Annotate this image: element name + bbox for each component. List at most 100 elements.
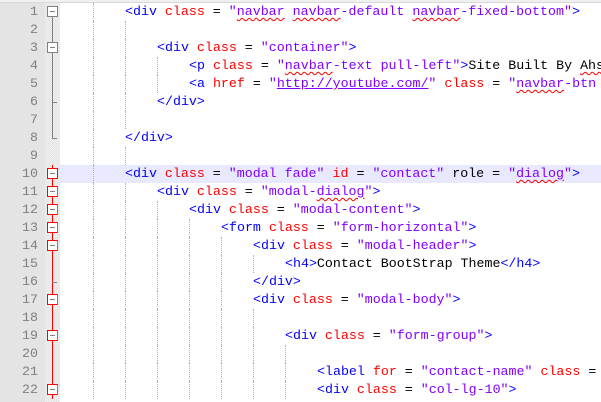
line-background <box>60 309 601 327</box>
code-line[interactable]: 21<label for = "contact-name" class = <box>0 363 601 381</box>
tag-token: <div <box>189 202 229 217</box>
line-number: 10 <box>22 166 38 181</box>
indent-guide <box>189 255 190 273</box>
collapse-icon[interactable] <box>47 6 58 17</box>
tag-token: <div <box>253 292 293 307</box>
indent-guide <box>93 183 94 201</box>
code-line[interactable]: 9 <box>0 147 601 165</box>
attribute-token: class <box>292 292 333 307</box>
text-token: = <box>396 382 421 397</box>
code-line[interactable]: 14<div class = "modal-header"> <box>0 237 601 255</box>
code-line[interactable]: 17<div class = "modal-body"> <box>0 291 601 309</box>
collapse-icon[interactable] <box>47 330 58 341</box>
collapse-icon[interactable] <box>47 168 58 179</box>
string-token: dialog <box>516 166 564 181</box>
line-number: 18 <box>22 310 38 325</box>
fold-marker[interactable] <box>45 219 60 237</box>
string-token: "form-group" <box>388 328 485 343</box>
code-line[interactable]: 5<a href = "http://youtube.com/" class =… <box>0 75 601 93</box>
indent-guide <box>189 273 190 291</box>
indent-guide <box>221 237 222 255</box>
indent-guide <box>125 75 126 93</box>
text-token <box>325 166 333 181</box>
tag-token: <form <box>221 220 269 235</box>
collapse-icon[interactable] <box>47 204 58 215</box>
string-token: navbar <box>516 76 565 91</box>
url-link[interactable]: http://youtube.com/ <box>276 76 429 91</box>
indent-guide <box>93 255 94 273</box>
code-line[interactable]: 10<div class = "modal fade" id = "contac… <box>0 165 601 183</box>
indent-guide <box>93 3 94 21</box>
indent-guide <box>189 381 190 399</box>
code-line[interactable]: 19<div class = "form-group"> <box>0 327 601 345</box>
code-text: <div class = "form-group"> <box>285 327 493 345</box>
indent-guide <box>157 219 158 237</box>
fold-marker <box>45 129 60 147</box>
code-line[interactable]: 18 <box>0 309 601 327</box>
fold-marker[interactable] <box>45 327 60 345</box>
line-background <box>60 93 601 111</box>
code-line[interactable]: 3<div class = "container"> <box>0 39 601 57</box>
code-line[interactable]: 1<div class = "navbar navbar-default nav… <box>0 3 601 21</box>
collapse-icon[interactable] <box>47 186 58 197</box>
code-line[interactable]: 8</div> <box>0 129 601 147</box>
indent-guide <box>221 363 222 381</box>
code-line[interactable]: 6</div> <box>0 93 601 111</box>
code-line[interactable]: 22<div class = "col-lg-10"> <box>0 381 601 399</box>
indent-guide <box>93 21 94 39</box>
code-line[interactable]: 13<form class = "form-horizontal"> <box>0 219 601 237</box>
line-background <box>60 147 601 165</box>
fold-marker[interactable] <box>45 201 60 219</box>
fold-marker[interactable] <box>45 291 60 309</box>
indent-guide <box>157 57 158 75</box>
line-number: 1 <box>30 4 38 19</box>
collapse-icon[interactable] <box>47 222 58 233</box>
indent-guide <box>93 111 94 129</box>
code-line[interactable]: 15<h4>Contact BootStrap Theme</h4> <box>0 255 601 273</box>
string-token: " <box>508 166 517 181</box>
code-line[interactable]: 16</div> <box>0 273 601 291</box>
code-line[interactable]: 7 <box>0 111 601 129</box>
code-line[interactable]: 2 <box>0 21 601 39</box>
code-text: </div> <box>125 129 173 147</box>
indent-guide <box>125 93 126 111</box>
attribute-token: class <box>540 364 581 379</box>
indent-guide <box>93 309 94 327</box>
attribute-token: class <box>196 184 237 199</box>
line-number: 3 <box>30 40 38 55</box>
fold-marker[interactable] <box>45 3 60 21</box>
indent-guide <box>221 381 222 399</box>
fold-marker[interactable] <box>45 165 60 183</box>
collapse-icon[interactable] <box>47 294 58 305</box>
indent-guide <box>93 327 94 345</box>
code-line[interactable]: 4<p class = "navbar-text pull-left">Site… <box>0 57 601 75</box>
fold-marker <box>45 273 60 291</box>
indent-guide <box>157 363 158 381</box>
string-token: "contact" <box>372 166 445 181</box>
indent-guide <box>189 363 190 381</box>
text-token: = <box>332 292 357 307</box>
code-line[interactable]: 12 <div class = "modal-content"> <box>0 201 601 219</box>
line-number: 12 <box>22 202 38 217</box>
indent-guide <box>125 363 126 381</box>
fold-marker[interactable] <box>45 183 60 201</box>
indent-guide <box>125 57 126 75</box>
indent-guide <box>93 93 94 111</box>
fold-marker[interactable] <box>45 237 60 255</box>
collapse-icon[interactable] <box>47 240 58 251</box>
tag-token: > <box>508 382 517 397</box>
string-token: -btn <box>564 76 597 91</box>
string-token: -default <box>340 4 413 19</box>
fold-marker <box>45 57 60 75</box>
collapse-icon[interactable] <box>47 42 58 53</box>
fold-marker[interactable] <box>45 381 60 399</box>
indent-guide <box>125 327 126 345</box>
text-token: = <box>348 166 373 181</box>
fold-marker[interactable] <box>45 39 60 57</box>
fold-marker <box>45 21 60 39</box>
collapse-icon[interactable] <box>47 384 58 395</box>
code-line[interactable]: 20 <box>0 345 601 363</box>
code-line[interactable]: 11<div class = "modal-dialog"> <box>0 183 601 201</box>
code-text: <div class = "modal-content"> <box>189 201 420 219</box>
indent-guide <box>125 201 126 219</box>
